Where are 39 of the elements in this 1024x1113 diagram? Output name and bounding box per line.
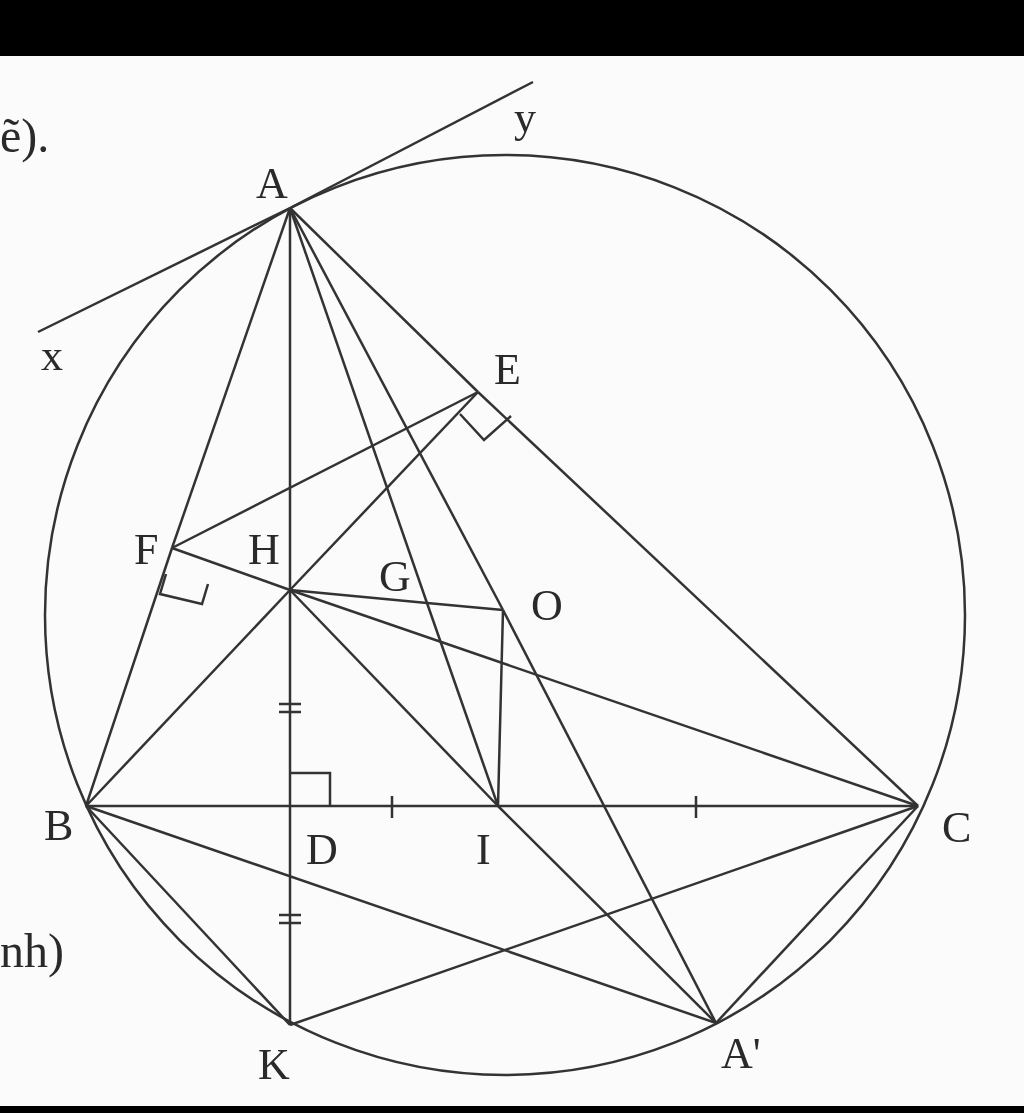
point-label: D	[290, 806, 334, 870]
line-segment	[288, 590, 292, 806]
point-label: O	[503, 584, 559, 624]
point-label: I	[476, 806, 504, 870]
line-segment	[289, 588, 428, 605]
line-segment	[289, 391, 479, 591]
point-label: x	[38, 332, 69, 376]
line-segment	[715, 805, 919, 1024]
line-segment	[170, 207, 292, 549]
line-segment	[171, 546, 291, 592]
line-segment	[85, 805, 291, 1026]
point-label: F	[134, 528, 172, 568]
text-fragment: nh)	[0, 925, 64, 977]
text-fragment: ẽ).	[0, 110, 50, 162]
point-label: E	[478, 348, 522, 392]
line-segment	[497, 805, 717, 1024]
line-segment	[290, 804, 498, 808]
point-label: B	[44, 804, 86, 844]
line-segment	[37, 206, 291, 334]
line-segment	[289, 207, 479, 393]
line-segment	[426, 601, 504, 612]
point-label: K	[258, 1025, 290, 1085]
line-segment	[289, 804, 919, 1027]
line-segment	[496, 609, 505, 807]
line-segment	[85, 804, 717, 1025]
line-segment	[86, 804, 290, 808]
point-label: G	[379, 555, 427, 603]
point-label: H	[248, 528, 290, 590]
line-segment	[85, 589, 291, 807]
point-label: A'	[716, 1023, 763, 1074]
line-segment	[171, 390, 479, 550]
line-segment	[289, 80, 534, 210]
line-segment	[501, 609, 718, 1024]
line-segment	[477, 391, 919, 807]
line-segment	[288, 806, 292, 1025]
line-segment	[84, 547, 174, 807]
point-label: A	[256, 162, 290, 208]
point-label: C	[918, 806, 970, 846]
line-segment	[289, 589, 499, 807]
